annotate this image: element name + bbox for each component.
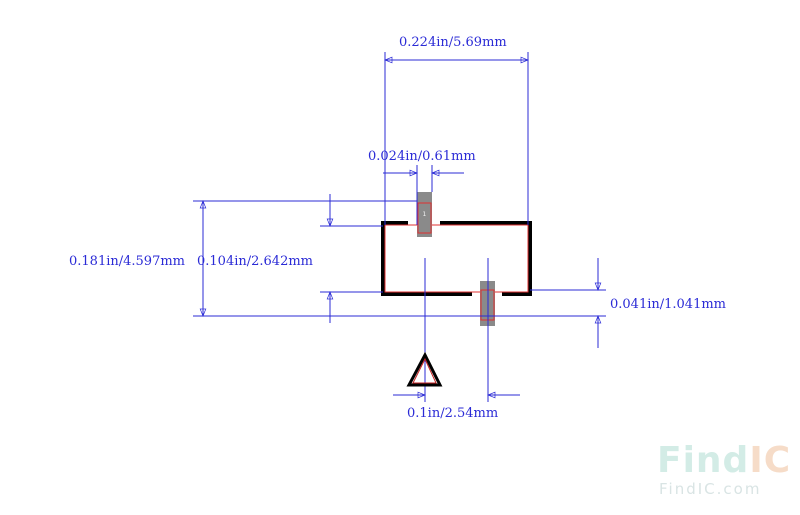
watermark-url: FindIC.com [659,480,761,498]
dim-pin-offset [530,258,606,348]
dim-body-height [320,194,383,323]
courtyard-outline [384,224,529,293]
label-pin-offset: 0.041in/1.041mm [610,297,726,312]
pad-1: 1 [417,192,432,237]
package-outline [381,221,532,296]
findic-watermark: FindIC FindIC.com [657,440,791,498]
svg-text:FindIC: FindIC [657,440,791,481]
label-pad-width: 0.024in/0.61mm [368,149,476,164]
label-overall-width: 0.224in/5.69mm [399,35,507,50]
watermark-ic: IC [749,440,791,481]
pin-1-label: 1 [423,211,427,218]
dim-overall-height [193,200,580,317]
watermark-find: Find [657,440,749,481]
label-overall-height: 0.181in/4.597mm [69,254,185,269]
dim-pad-width [383,165,464,225]
dim-overall-width [384,52,529,225]
label-body-height: 0.104in/2.642mm [197,254,313,269]
label-pin-pitch: 0.1in/2.54mm [407,406,498,421]
orientation-triangle-icon [406,351,443,387]
